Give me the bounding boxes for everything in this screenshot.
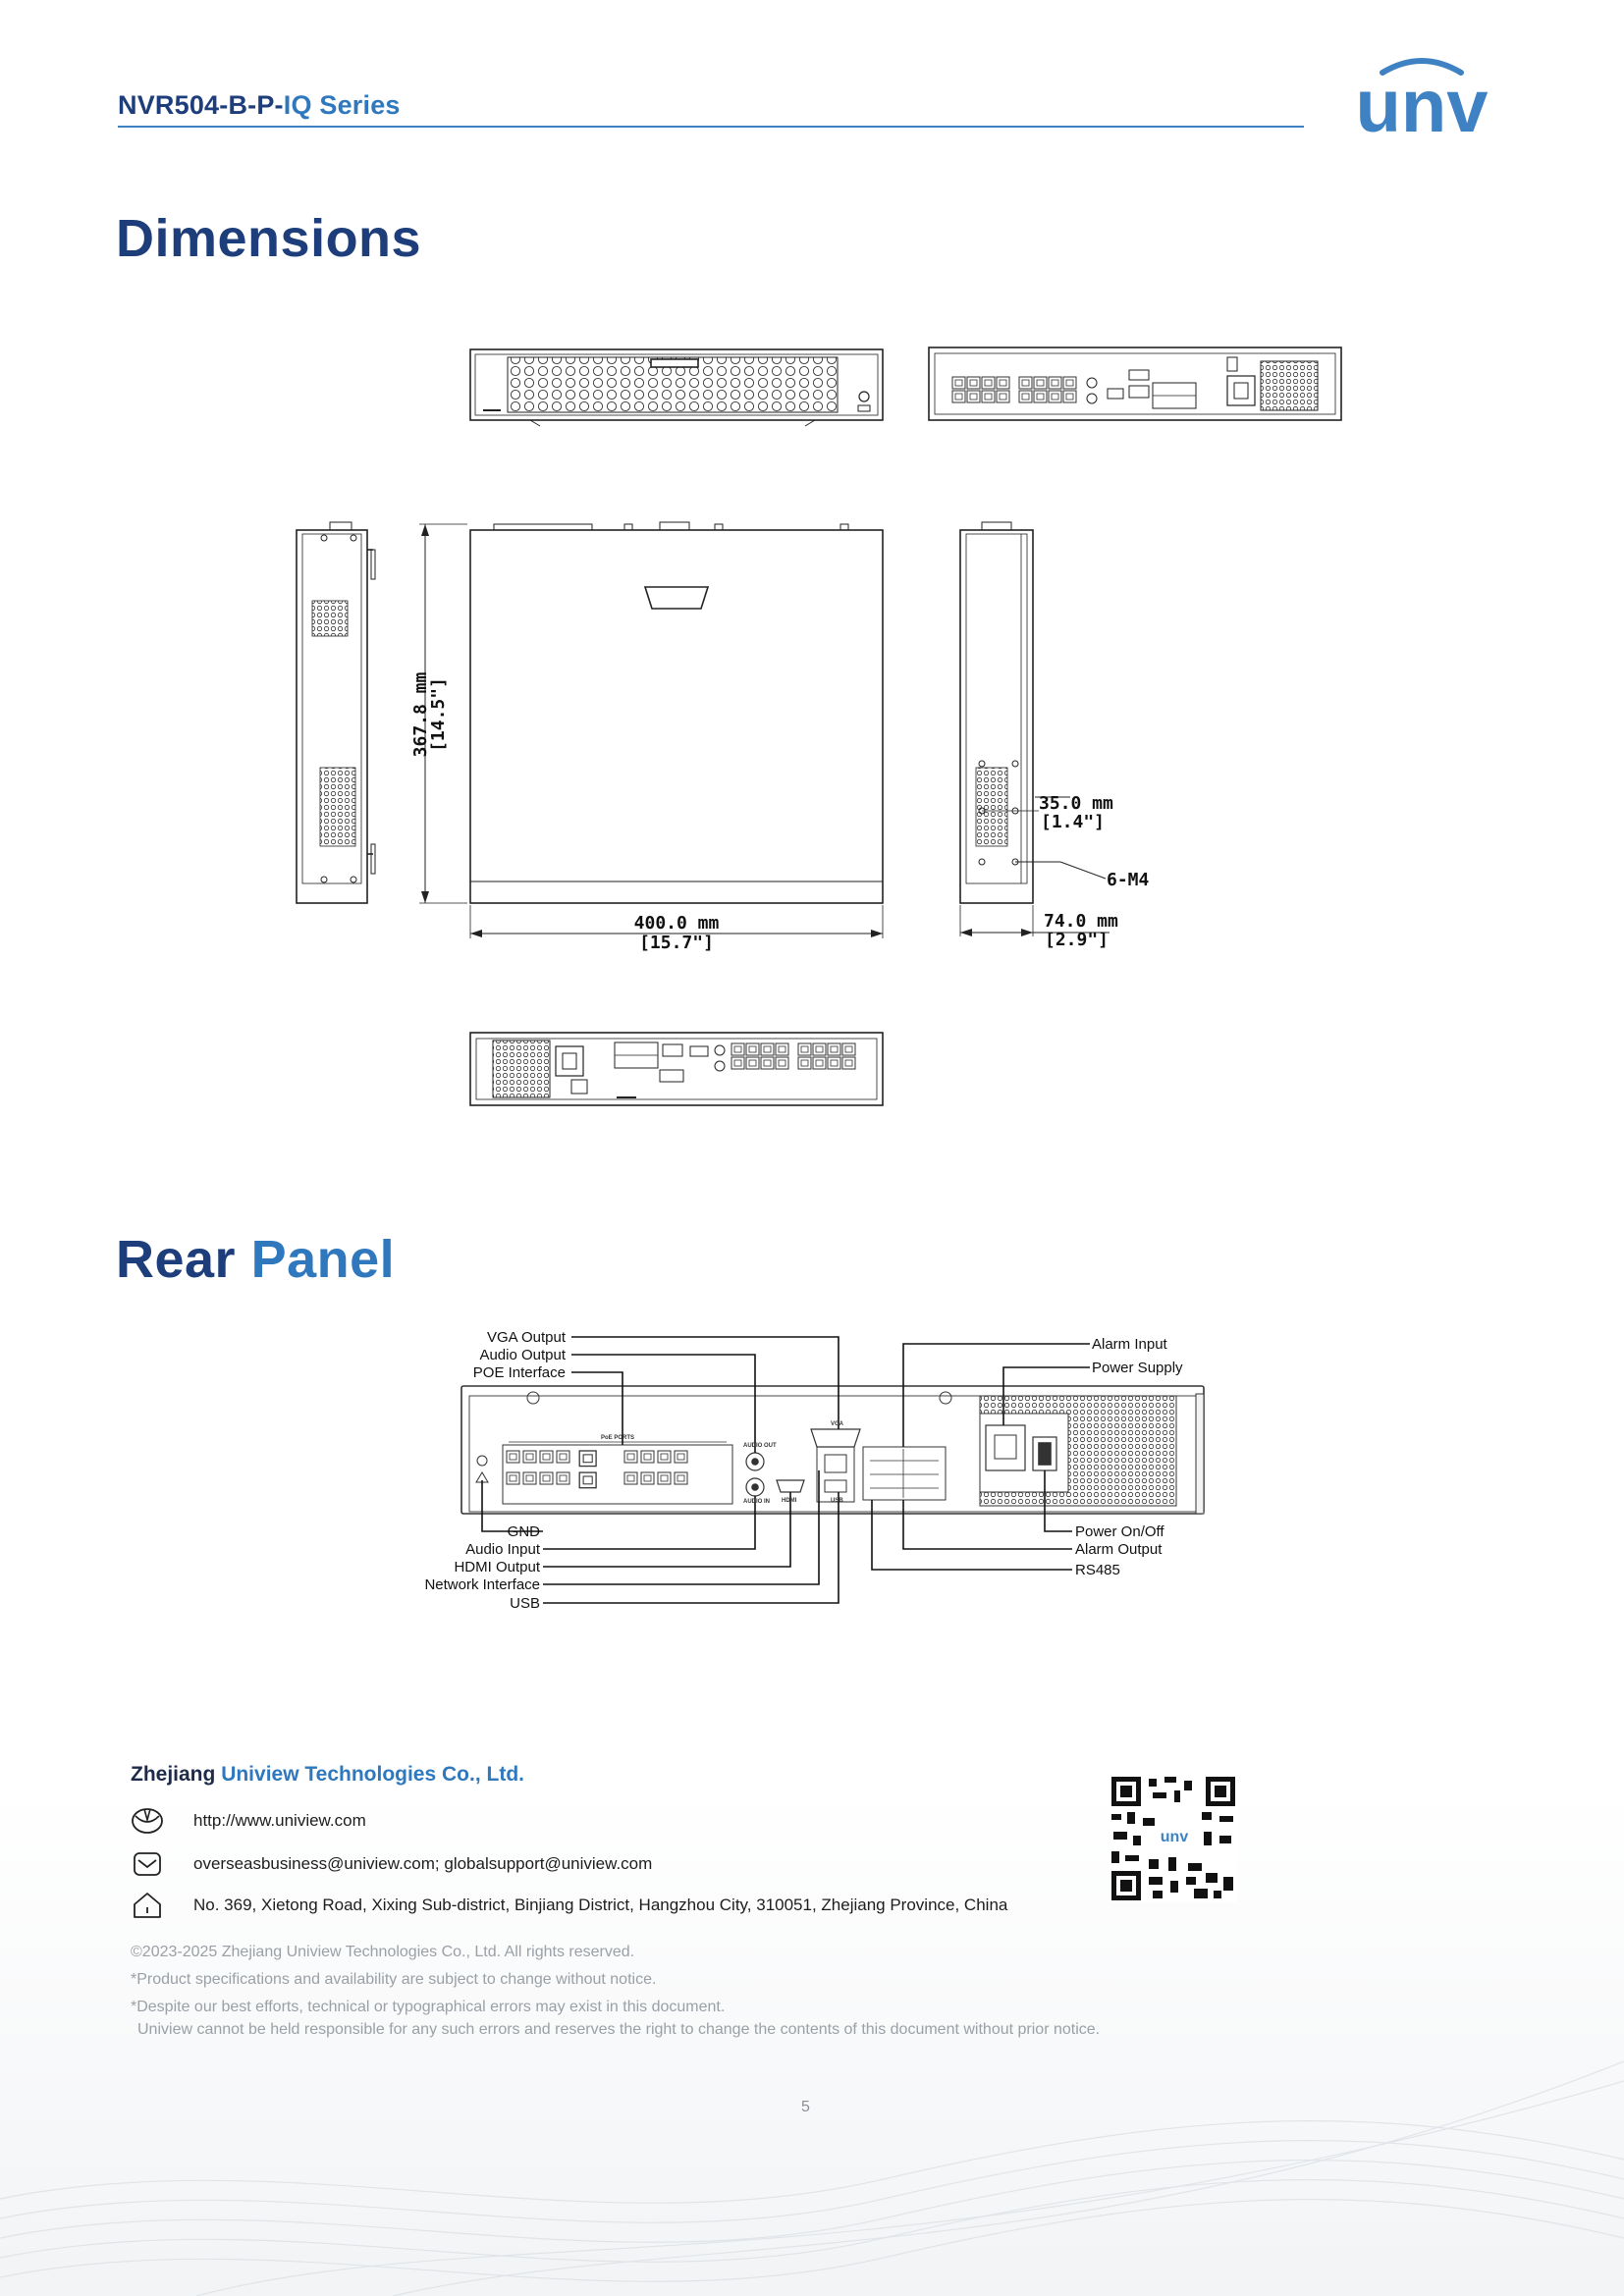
- callout-rs485: RS485: [1075, 1562, 1120, 1578]
- series-suffix: IQ Series: [283, 90, 401, 120]
- panel-word: Panel: [250, 1230, 396, 1289]
- copyright-notice: ©2023-2025 Zhejiang Uniview Technologies…: [131, 1944, 635, 1960]
- company-name-a: Zhejiang: [131, 1763, 216, 1786]
- callout-poe-interface: POE Interface: [473, 1364, 566, 1381]
- rear-view-top: [928, 347, 1342, 421]
- callout-audio-input: Audio Input: [465, 1541, 541, 1558]
- front-view: [469, 348, 884, 427]
- dimensions-heading: Dimensions: [116, 209, 422, 268]
- series-prefix: NVR504-B-P-: [118, 90, 284, 120]
- contact-address-row: No. 369, Xietong Road, Xixing Sub-distri…: [131, 1891, 1007, 1920]
- errors-notice-line2: Uniview cannot be held responsible for a…: [137, 2021, 1101, 2038]
- callout-network-interface: Network Interface: [424, 1576, 540, 1593]
- logo-wordmark: unv: [1355, 65, 1488, 139]
- top-view: [419, 521, 884, 938]
- callout-audio-output: Audio Output: [479, 1347, 566, 1363]
- company-name-b: Uniview Technologies: [221, 1763, 437, 1786]
- panel-label-poe: PoE PORTS: [601, 1435, 634, 1441]
- qr-code[interactable]: unv: [1110, 1775, 1237, 1902]
- height-mm-label: 367.8 mm: [410, 671, 431, 757]
- callout-alarm-input: Alarm Input: [1092, 1336, 1168, 1353]
- rear-panel-diagram: VGA Output Audio Output POE Interface Al…: [424, 1329, 1205, 1612]
- depth-in-label: [1.4"]: [1041, 812, 1105, 832]
- contact-website-row: http://www.uniview.com: [131, 1806, 366, 1836]
- callout-power-on-off: Power On/Off: [1075, 1523, 1164, 1540]
- height-in-label: [14.5"]: [428, 677, 449, 752]
- spec-notice: *Product specifications and availability…: [131, 1971, 657, 1988]
- header-divider: [118, 126, 1304, 128]
- callout-power-supply: Power Supply: [1092, 1360, 1183, 1376]
- errors-notice-line1: *Despite our best efforts, technical or …: [131, 1999, 726, 2015]
- panel-label-audio-in: AUDIO IN: [743, 1499, 770, 1505]
- panel-label-vga: VGA: [831, 1421, 844, 1427]
- callout-hdmi-output: HDMI Output: [454, 1559, 540, 1575]
- email-links[interactable]: overseasbusiness@uniview.com; globalsupp…: [193, 1854, 653, 1873]
- callout-gnd: GND: [508, 1523, 541, 1540]
- company-name: Zhejiang Uniview Technologies Co., Ltd.: [131, 1763, 524, 1787]
- page-number: 5: [801, 2099, 810, 2115]
- side-in-label: [2.9"]: [1045, 930, 1109, 950]
- unv-logo: unv: [1355, 58, 1489, 139]
- panel-label-hdmi: HDMI: [782, 1498, 797, 1504]
- callout-usb: USB: [510, 1595, 540, 1612]
- contact-email-row: overseasbusiness@uniview.com; globalsupp…: [131, 1849, 652, 1879]
- globe-icon: [132, 1808, 163, 1834]
- address-text: No. 369, Xietong Road, Xixing Sub-distri…: [193, 1896, 1008, 1914]
- mail-icon: [134, 1852, 161, 1876]
- side-mm-label: 74.0 mm: [1044, 911, 1118, 932]
- rear-word: Rear: [116, 1230, 237, 1289]
- callout-alarm-output: Alarm Output: [1075, 1541, 1163, 1558]
- website-link[interactable]: http://www.uniview.com: [193, 1811, 366, 1830]
- document-series-title: NVR504-B-P-IQ Series: [118, 90, 401, 121]
- callout-vga-output: VGA Output: [487, 1329, 567, 1346]
- home-icon: [134, 1893, 161, 1918]
- width-in-label: [15.7"]: [639, 933, 714, 953]
- rear-panel-chassis: [460, 1385, 1205, 1515]
- width-mm-label: 400.0 mm: [634, 913, 720, 934]
- qr-center-logo: unv: [1161, 1829, 1189, 1845]
- company-name-c: Co., Ltd.: [442, 1763, 524, 1786]
- panel-label-usb: USB: [831, 1498, 843, 1504]
- background-wave-decoration: [0, 1787, 1624, 2296]
- dimensions-drawing: 367.8 mm [14.5"] 400.0 mm [15.7"] 35.0 m…: [296, 347, 1342, 1106]
- screw-spec-label: 6-M4: [1107, 870, 1150, 890]
- rear-panel-heading: Rear Panel: [116, 1229, 395, 1290]
- depth-mm-label: 35.0 mm: [1039, 793, 1113, 814]
- panel-label-audio-out: AUDIO OUT: [743, 1443, 777, 1449]
- rear-view-bottom: [469, 1032, 884, 1106]
- callout-leaders: [481, 1336, 1090, 1604]
- right-side-view: [959, 521, 1110, 936]
- left-side-view: [296, 521, 376, 904]
